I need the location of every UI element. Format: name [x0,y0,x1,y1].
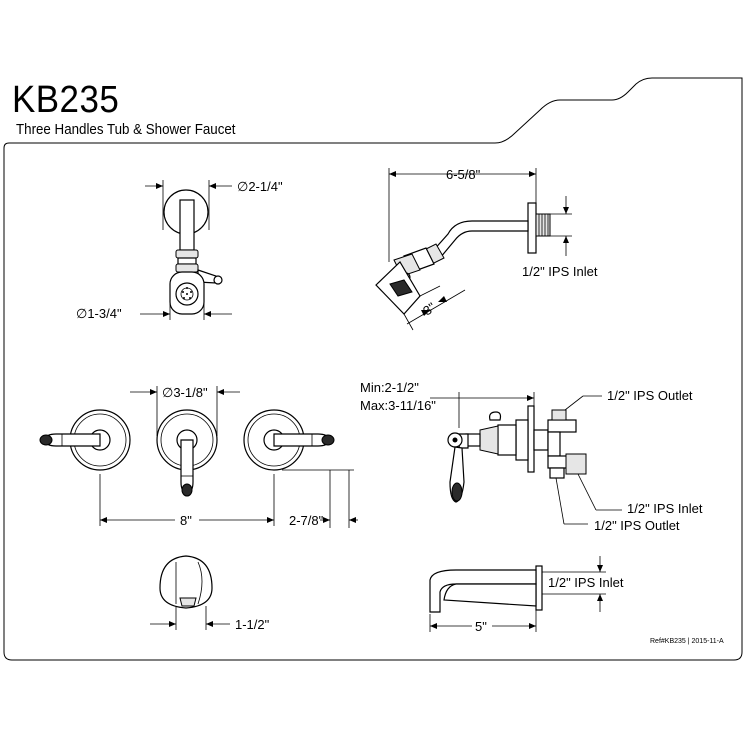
tub-spout-front [159,555,213,609]
dim-handle-flange [130,386,240,436]
dim-label-showerhead-flange: ∅2-1/4" [237,179,283,194]
valve-side-view [447,405,587,503]
dim-label-valve-max: Max:3-11/16" [360,398,436,413]
dim-showerhead-dia [140,300,232,320]
dim-label-handle-spread: 8" [180,513,192,528]
leader-valve-outlet-bottom [555,477,588,525]
dim-label-spout-reach: 5" [475,619,487,634]
dim-label-valve-outlet-bottom: 1/2" IPS Outlet [594,518,680,533]
page-title: KB235 [12,79,120,121]
center-handle-front [156,409,218,497]
dim-shower-arm-inlet [550,196,572,256]
dim-valve-depth [430,392,535,428]
dim-label-handle-projection: 2-7/8" [289,513,324,528]
leader-valve-inlet [577,473,622,511]
dim-showerhead-length [403,285,466,331]
page-subtitle: Three Handles Tub & Shower Faucet [16,122,236,138]
dim-label-showerhead-length: 3" [420,299,439,318]
dim-label-valve-inlet: 1/2" IPS Inlet [627,501,703,516]
leader-valve-outlet-top [564,395,602,411]
dim-label-showerhead-dia: ∅1-3/4" [76,306,122,321]
tub-spout-side [429,565,543,613]
dim-shower-arm-reach [388,168,537,262]
reference-number: Ref#KB235 | 2015-11-A [650,638,724,645]
drawing-frame [3,77,743,661]
dim-label-valve-outlet-top: 1/2" IPS Outlet [607,388,693,403]
dim-handle-spread [99,474,275,526]
left-handle-front [39,409,131,471]
shower-arm-side-view [375,202,551,315]
dim-label-handle-flange: ∅3-1/8" [162,385,208,400]
dim-label-spout-width: 1-1/2" [235,617,270,632]
showerhead-front-view [163,189,223,315]
dim-spout-inlet [542,556,606,612]
dim-label-shower-arm-inlet: 1/2" IPS Inlet [522,264,598,279]
dim-spout-width [150,606,230,630]
dim-label-valve-min: Min:2-1/2" [360,380,419,395]
dim-handle-projection [282,469,358,528]
dim-label-spout-inlet: 1/2" IPS Inlet [548,575,624,590]
dim-spout-reach [429,610,537,632]
right-handle-front [243,409,335,471]
dim-label-shower-arm-reach: 6-5/8" [446,167,481,182]
dim-showerhead-flange [145,180,232,230]
